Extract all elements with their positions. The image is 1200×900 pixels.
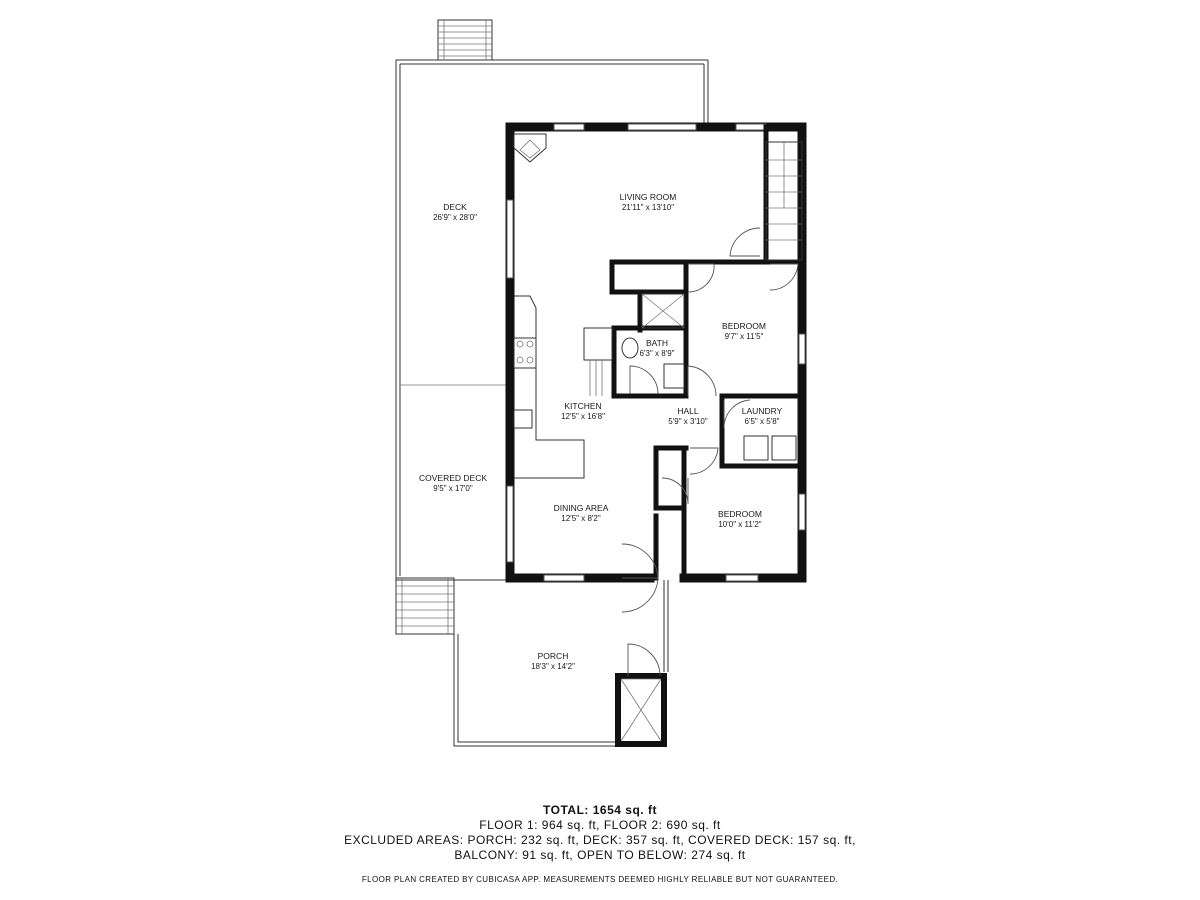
room-label-bedroom-2: BEDROOM 10'0" x 11'2" <box>718 509 762 529</box>
bath-fixtures <box>621 293 685 395</box>
room-label-hall: HALL 5'9" x 3'10" <box>668 406 708 426</box>
room-name: LIVING ROOM <box>620 192 677 202</box>
room-label-deck: DECK 26'9" x 28'0" <box>433 202 477 222</box>
floor-areas: FLOOR 1: 964 sq. ft, FLOOR 2: 690 sq. ft <box>479 818 721 832</box>
interior-stairs <box>765 141 803 261</box>
top-stairs <box>437 19 493 61</box>
room-label-living-room: LIVING ROOM 21'11" x 13'10" <box>620 192 677 212</box>
room-dims: 10'0" x 11'2" <box>718 520 761 529</box>
doors <box>621 227 799 613</box>
room-dims: 9'5" x 17'0" <box>433 484 473 493</box>
excluded-areas-line-2: BALCONY: 91 sq. ft, OPEN TO BELOW: 274 s… <box>454 848 746 862</box>
porch-outline <box>453 579 669 747</box>
room-label-bedroom-1: BEDROOM 9'7" x 11'5" <box>722 321 766 341</box>
room-name: HALL <box>677 406 699 416</box>
room-label-laundry: LAUNDRY 6'5" x 5'8" <box>742 406 783 426</box>
room-dims: 5'9" x 3'10" <box>668 417 708 426</box>
room-name: PORCH <box>538 651 569 661</box>
room-name: BEDROOM <box>718 509 762 519</box>
deck-outline <box>395 59 709 581</box>
room-dims: 6'5" x 5'8" <box>745 417 780 426</box>
disclaimer: FLOOR PLAN CREATED BY CUBICASA APP. MEAS… <box>361 875 839 884</box>
room-name: BATH <box>646 338 668 348</box>
room-name: DINING AREA <box>554 503 609 513</box>
room-dims: 9'7" x 11'5" <box>725 332 764 341</box>
kitchen-counters <box>513 295 613 479</box>
room-label-kitchen: KITCHEN 12'5" x 16'8" <box>561 401 605 421</box>
floor-plan: DECK 26'9" x 28'0" LIVING ROOM 21'11" x … <box>395 19 807 747</box>
covered-deck-stairs <box>395 577 455 635</box>
windows <box>506 123 806 582</box>
room-dims: 12'5" x 16'8" <box>561 412 605 421</box>
porch-closet <box>615 643 667 747</box>
room-name: KITCHEN <box>564 401 601 411</box>
room-dims: 21'11" x 13'10" <box>622 203 674 212</box>
room-dims: 12'5" x 8'2" <box>561 514 601 523</box>
room-dims: 26'9" x 28'0" <box>433 213 477 222</box>
room-dims: 18'3" x 14'2" <box>531 662 575 671</box>
room-dims: 6'3" x 8'9" <box>640 349 675 358</box>
area-summary: TOTAL: 1654 sq. ft FLOOR 1: 964 sq. ft, … <box>0 803 1200 884</box>
room-name: BEDROOM <box>722 321 766 331</box>
room-label-covered-deck: COVERED DECK 9'5" x 17'0" <box>419 473 487 493</box>
room-name: DECK <box>443 202 467 212</box>
laundry-machines <box>743 435 797 461</box>
total-area: TOTAL: 1654 sq. ft <box>543 803 657 817</box>
room-label-porch: PORCH 18'3" x 14'2" <box>531 651 575 671</box>
room-label-dining-area: DINING AREA 12'5" x 8'2" <box>554 503 609 523</box>
fireplace-icon <box>513 133 547 163</box>
room-label-bath: BATH 6'3" x 8'9" <box>640 338 675 358</box>
excluded-areas-line-1: EXCLUDED AREAS: PORCH: 232 sq. ft, DECK:… <box>344 833 856 847</box>
room-name: COVERED DECK <box>419 473 487 483</box>
room-name: LAUNDRY <box>742 406 783 416</box>
